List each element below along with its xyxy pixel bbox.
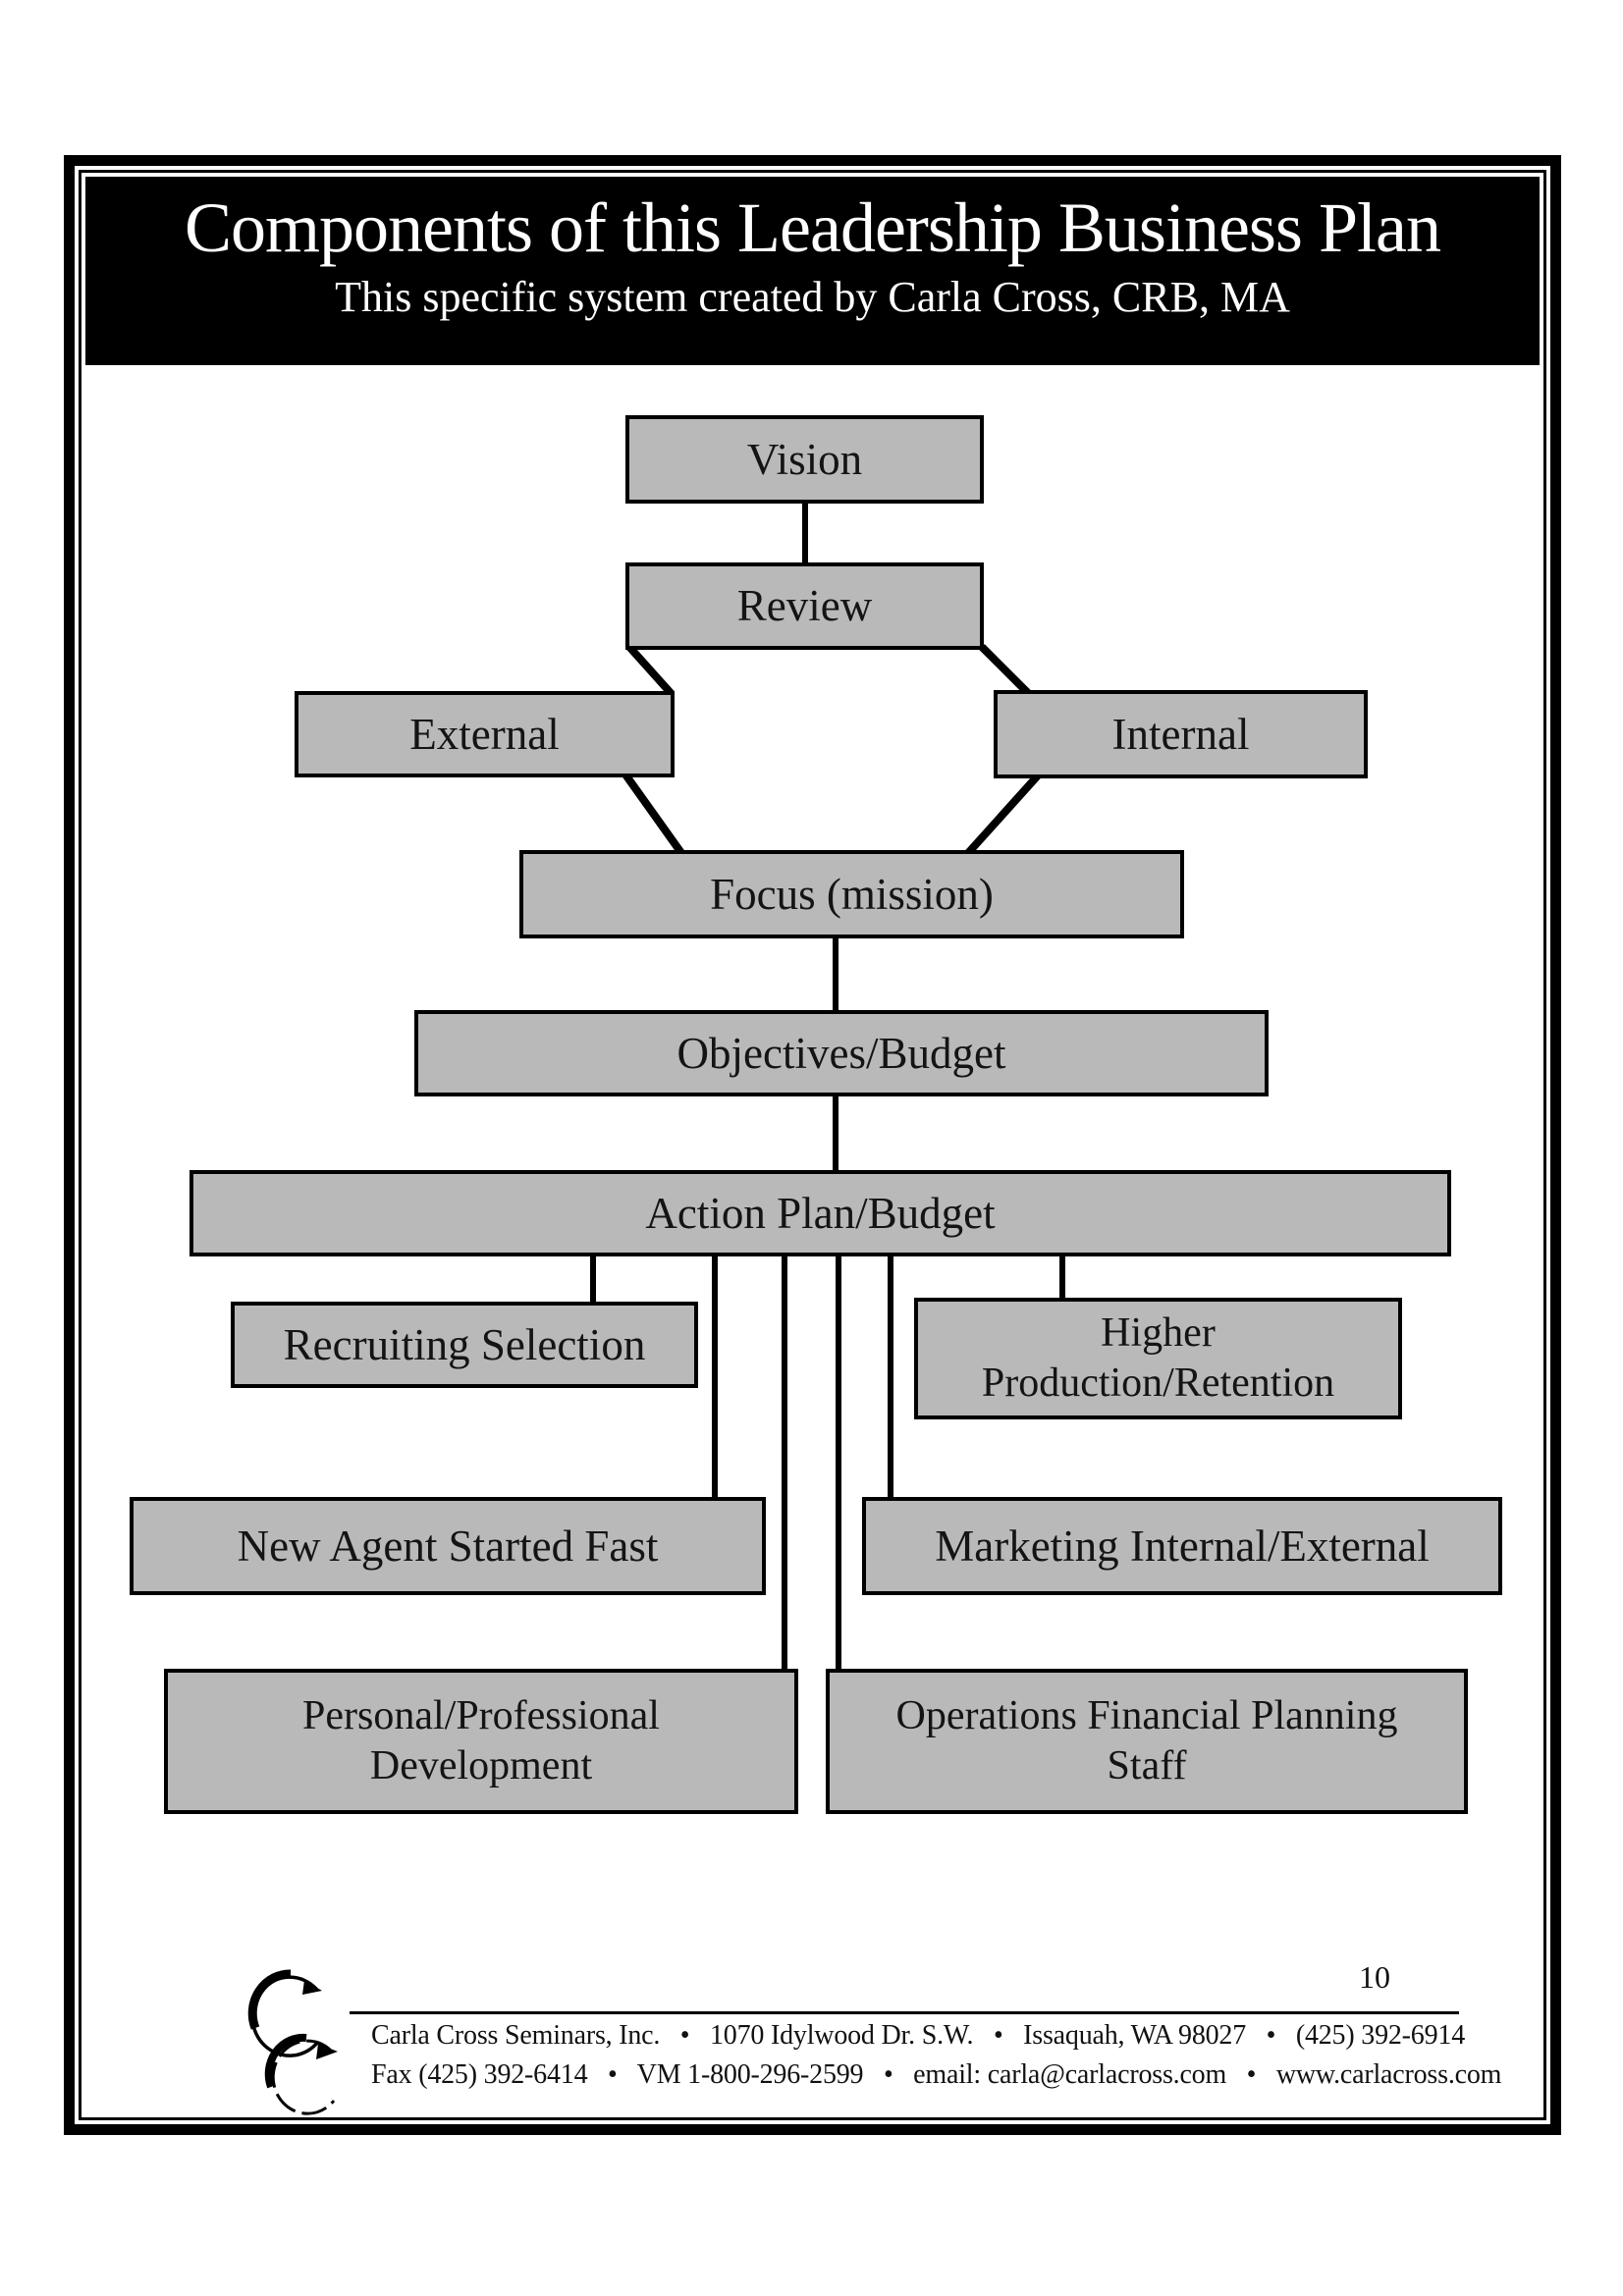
page-subtitle: This specific system created by Carla Cr… bbox=[335, 272, 1290, 321]
page-number: 10 bbox=[1359, 1959, 1390, 1995]
logo-large-c-tip bbox=[302, 1980, 322, 1995]
carla-cross-logo bbox=[247, 1969, 338, 2115]
footer-contact-line-1: Carla Cross Seminars, Inc. • 1070 Idylwo… bbox=[371, 2020, 1465, 2051]
diagram-node-marketing-internal-external: Marketing Internal/External bbox=[862, 1497, 1502, 1595]
diagram-node-vision: Vision bbox=[625, 415, 984, 504]
diagram-node-higher-production-retention: Higher Production/Retention bbox=[914, 1298, 1402, 1419]
diagram-node-recruiting-selection: Recruiting Selection bbox=[231, 1302, 698, 1388]
logo-small-c-tip bbox=[316, 2044, 338, 2059]
diagram-node-internal: Internal bbox=[994, 690, 1368, 778]
footer-divider-line bbox=[350, 2011, 1459, 2014]
page-border-inner-line: Components of this Leadership Business P… bbox=[79, 170, 1546, 2120]
diagram-node-action-plan-budget: Action Plan/Budget bbox=[189, 1170, 1451, 1256]
edge-external-focus bbox=[622, 772, 685, 856]
edge-review-external bbox=[626, 644, 675, 697]
diagram-node-review: Review bbox=[625, 562, 984, 650]
diagram-node-external: External bbox=[295, 691, 675, 777]
edge-internal-focus bbox=[965, 772, 1042, 856]
logo-small-c-stroke bbox=[271, 2039, 336, 2115]
page-border-frame: Components of this Leadership Business P… bbox=[64, 155, 1561, 2135]
diagram-node-objectives-budget: Objectives/Budget bbox=[414, 1010, 1269, 1096]
edge-review-internal bbox=[979, 644, 1032, 697]
diagram-node-focus-mission: Focus (mission) bbox=[519, 850, 1184, 938]
header-banner: Components of this Leadership Business P… bbox=[85, 177, 1540, 365]
footer-contact-line-2: Fax (425) 392-6414 • VM 1-800-296-2599 •… bbox=[371, 2059, 1502, 2090]
diagram-node-new-agent-started-fast: New Agent Started Fast bbox=[130, 1497, 766, 1595]
logo-small-c-thick-edge bbox=[264, 2033, 307, 2089]
logo-large-c-thick-edge bbox=[247, 1969, 292, 2030]
page-title: Components of this Leadership Business P… bbox=[185, 188, 1441, 267]
diagram-node-operations-financial-planning-staff: Operations Financial Planning Staff bbox=[826, 1669, 1468, 1814]
diagram-node-personal-professional-development: Personal/Professional Development bbox=[164, 1669, 798, 1814]
